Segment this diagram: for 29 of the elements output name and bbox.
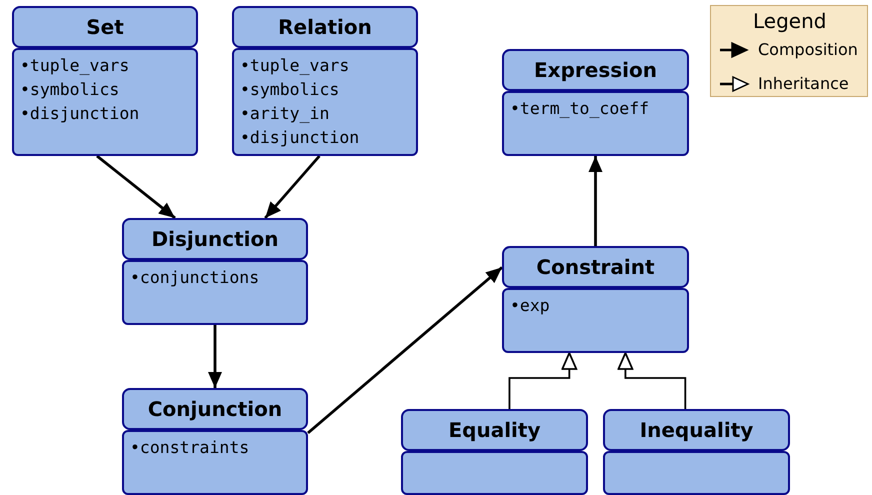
class-name-header: Disjunction [122, 218, 308, 260]
attribute-text: •disjunction [240, 127, 360, 149]
attribute-text: •tuple_vars [240, 55, 350, 77]
attribute-text: •arity_in [240, 103, 330, 125]
attribute-text: •conjunctions [130, 267, 260, 289]
class-name-header: Constraint [502, 246, 689, 288]
inheritance-arrow [618, 352, 686, 409]
legend-text: Inheritance [758, 74, 849, 93]
attribute-text: •symbolics [240, 79, 340, 101]
legend-text: Composition [758, 40, 858, 59]
attribute-text: •constraints [130, 437, 250, 459]
composition-arrow [588, 156, 602, 246]
composition-arrow [307, 266, 503, 434]
legend-title: Legend [753, 9, 826, 33]
inheritance-arrow [508, 352, 578, 409]
composition-arrow [208, 325, 222, 388]
class-name-header: Expression [502, 49, 689, 91]
composition-arrow [96, 154, 176, 220]
class-name-header: Conjunction [122, 388, 308, 430]
class-name-header: Equality [401, 409, 588, 451]
attribute-text: •symbolics [20, 79, 120, 101]
class-name-header: Relation [232, 6, 418, 48]
attribute-text: •exp [510, 295, 550, 317]
attribute-text: •term_to_coeff [510, 98, 650, 120]
class-name-header: Inequality [603, 409, 790, 451]
composition-arrow [264, 155, 320, 219]
attribute-text: •disjunction [20, 103, 140, 125]
class-name-header: Set [12, 6, 198, 48]
attribute-text: •tuple_vars [20, 55, 130, 77]
